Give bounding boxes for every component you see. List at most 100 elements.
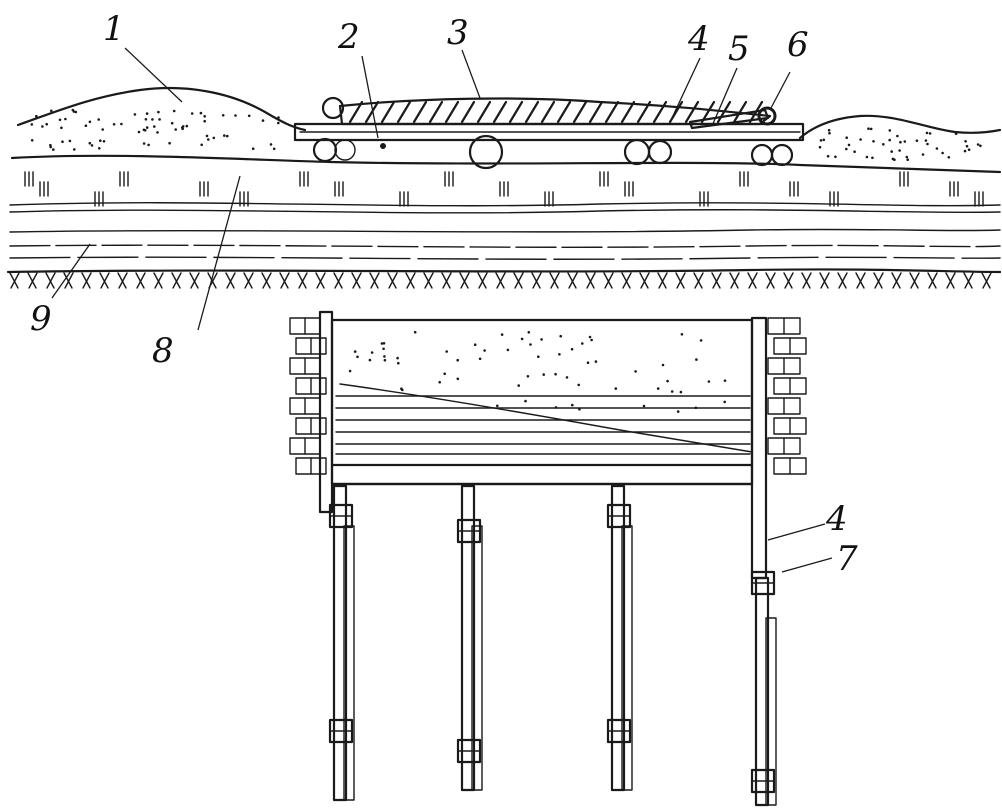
- bedrock-hatch-stroke: [225, 272, 235, 289]
- pile-3: [610, 484, 626, 792]
- water-line-1: [9, 228, 1001, 233]
- load-outline: [338, 97, 772, 126]
- label-6: 6: [787, 25, 809, 65]
- box-sand-dot: [634, 370, 637, 373]
- bedrock-hatch-stroke: [549, 272, 559, 289]
- sand-dot: [142, 128, 146, 132]
- sand-dot: [247, 114, 251, 118]
- sand-dot: [234, 114, 237, 117]
- bedrock-hatch-stroke: [405, 272, 415, 289]
- sand-dot: [212, 136, 216, 140]
- sand-dot: [898, 149, 901, 152]
- box-sand-dot: [588, 335, 592, 339]
- bricks-right: [767, 317, 807, 475]
- right-post: [750, 316, 768, 580]
- sand-dot: [954, 132, 958, 135]
- bedrock-hatch-stroke: [316, 272, 326, 289]
- sand-dot: [101, 128, 104, 131]
- sand-dot: [203, 115, 206, 118]
- soil-layer-line-2: [9, 209, 1001, 214]
- sand-dot: [827, 128, 831, 132]
- bedrock-hatch-stroke: [874, 272, 884, 289]
- sand-dot: [941, 151, 944, 155]
- box-sand-dot: [707, 380, 711, 383]
- bedrock-hatching: [9, 272, 992, 289]
- box-sand-dot: [558, 353, 561, 356]
- bedrock-hatch-stroke: [567, 272, 577, 289]
- box-sand-dot: [670, 390, 674, 393]
- sand-dot: [120, 122, 123, 126]
- box-sand-dot: [400, 387, 403, 391]
- box-sand-dot: [542, 373, 545, 376]
- bedrock-hatch-stroke: [243, 272, 253, 289]
- bedrock-hatch-stroke: [604, 272, 614, 289]
- sand-dot: [967, 148, 971, 151]
- box-sand-dot: [524, 399, 527, 403]
- sand-dot: [899, 140, 902, 144]
- label-4-lower: 4: [825, 499, 848, 539]
- sand-dot: [888, 129, 892, 132]
- label-5: 5: [728, 29, 750, 69]
- sand-dot: [896, 134, 899, 138]
- bedrock-hatch-stroke: [531, 272, 541, 289]
- sand-dot: [151, 118, 154, 121]
- bedrock-hatch-stroke: [64, 272, 74, 289]
- pile-2: [460, 484, 476, 792]
- bedrock-hatch-stroke: [478, 272, 488, 289]
- sand-dot: [865, 155, 869, 159]
- bedrock-hatch-stroke: [46, 272, 56, 289]
- sand-dot: [181, 127, 184, 131]
- box-sand-dot: [473, 343, 477, 347]
- box-sand-dot: [679, 390, 683, 394]
- sand-dot: [203, 119, 206, 123]
- load-hatching: [348, 100, 764, 124]
- bedrock-hatch-stroke: [351, 272, 361, 289]
- bedrock-hatch-stroke: [622, 272, 632, 289]
- bedrock-hatch-stroke: [603, 272, 613, 289]
- bedrock-hatch-stroke: [765, 272, 775, 289]
- box-sand-dot: [397, 361, 400, 365]
- bedrock-hatch-stroke: [424, 272, 434, 289]
- sand-dot: [99, 139, 102, 142]
- box-sand-dot: [571, 403, 574, 407]
- load-hatch-stroke: [476, 100, 492, 124]
- sand-dot: [61, 140, 64, 143]
- plank-lines: [335, 395, 751, 455]
- load-hatch-stroke: [556, 100, 572, 124]
- load-bundle: [321, 96, 777, 130]
- bedrock-hatch-stroke: [784, 272, 794, 289]
- box-sand-dot: [676, 410, 680, 413]
- ground-section: [6, 86, 1002, 289]
- sand-dot: [935, 147, 939, 150]
- box-sand-dot: [413, 330, 417, 334]
- sand-dot: [64, 117, 67, 121]
- left-post: [318, 310, 334, 514]
- sand-dot: [45, 122, 48, 126]
- bedrock-hatch-stroke: [657, 272, 667, 289]
- bedrock-hatch-stroke: [910, 272, 920, 289]
- box-sand-dot: [382, 347, 385, 351]
- sand-dot: [223, 134, 226, 137]
- bedrock-hatch-stroke: [352, 272, 362, 289]
- sand-dot: [926, 142, 929, 146]
- sand-dot: [30, 139, 34, 142]
- sand-dot: [88, 120, 92, 124]
- bricks-left: [289, 317, 327, 475]
- sand-dot: [947, 156, 951, 159]
- load-hatch-stroke: [492, 100, 508, 124]
- load-hatch-stroke: [732, 100, 748, 124]
- load-hatch-stroke: [380, 100, 396, 124]
- box-sand-dot: [529, 343, 532, 346]
- sand-dot: [867, 127, 870, 130]
- sand-dot: [277, 121, 280, 125]
- label-1: 1: [103, 9, 125, 49]
- sand-dot: [890, 150, 893, 153]
- box-sand-dot: [537, 355, 540, 359]
- bedrock-hatch-stroke: [585, 272, 595, 289]
- box-sand-dot: [694, 406, 698, 410]
- bedrock-hatch-stroke: [658, 272, 668, 289]
- box-sand-dot: [356, 355, 359, 359]
- sand-dot: [921, 153, 925, 156]
- box-sand-dot: [496, 404, 499, 408]
